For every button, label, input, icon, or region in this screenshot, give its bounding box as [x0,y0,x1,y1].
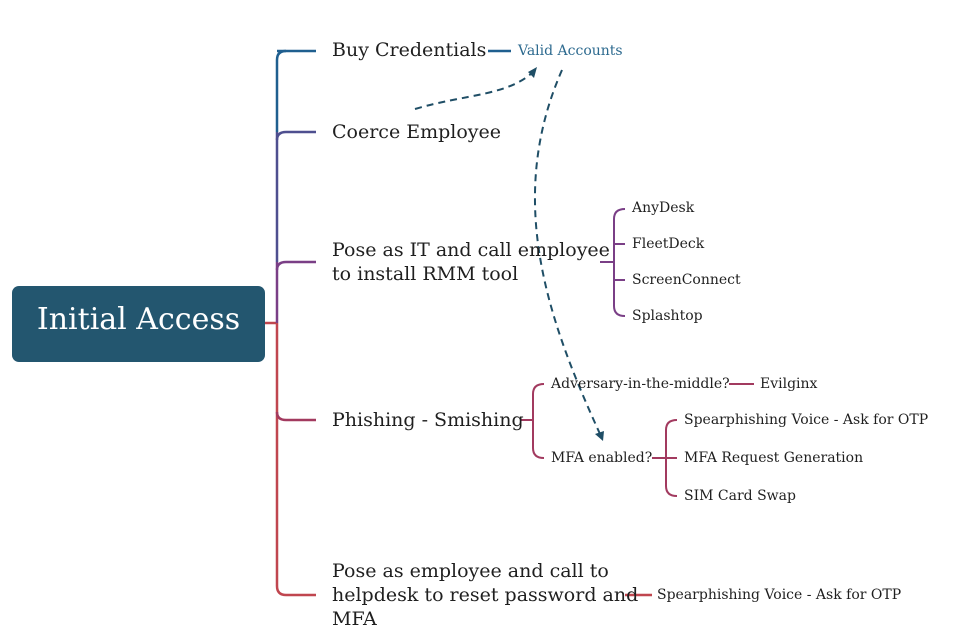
node-mfa-enabled[interactable]: MFA enabled? [551,450,653,466]
node-aitm[interactable]: Adversary-in-the-middle? [551,376,730,392]
trunk-buy [275,49,287,132]
node-pose-as-employee-line2: helpdesk to reset password and [332,584,639,606]
branch-pose-it [275,260,316,271]
bracket-phishing [532,383,545,459]
node-pose-as-employee-line1: Pose as employee and call to [332,560,609,582]
branch-coerce [275,130,316,141]
arrowhead-mfa [595,431,604,441]
node-pose-as-it-line1: Pose as IT and call employee [332,239,610,261]
node-evilginx[interactable]: Evilginx [760,376,818,392]
node-pose-as-it-line2: to install RMM tool [332,263,519,285]
branch-phishing [275,411,316,422]
root-node[interactable]: Initial Access [12,286,265,362]
node-coerce-employee[interactable]: Coerce Employee [332,121,502,143]
node-anydesk[interactable]: AnyDesk [632,200,695,216]
arrowhead-valid-accounts [528,67,537,78]
node-sim-card-swap[interactable]: SIM Card Swap [684,488,796,504]
node-phishing-smishing[interactable]: Phishing - Smishing [332,409,524,431]
dashed-arrow-coerce-to-valid [414,69,536,110]
node-pose-as-employee-line3: MFA [332,608,377,630]
bracket-rmm [613,208,626,317]
node-spearphishing-voice[interactable]: Spearphishing Voice - Ask for OTP [684,412,929,428]
node-fleetdeck[interactable]: FleetDeck [632,236,705,252]
node-pose-as-it[interactable]: Pose as IT and call employee to install … [332,238,610,286]
node-pose-as-employee[interactable]: Pose as employee and call to helpdesk to… [332,559,638,631]
trunk-lower [275,323,287,597]
node-splashtop[interactable]: Splashtop [632,308,703,324]
root-label: Initial Access [36,302,241,337]
node-mfa-request-generation[interactable]: MFA Request Generation [684,450,864,466]
node-buy-credentials[interactable]: Buy Credentials [332,39,487,61]
dashed-arrow-valid-to-mfa [533,69,601,435]
node-valid-accounts[interactable]: Valid Accounts [518,43,623,59]
node-spearphishing-voice-employee[interactable]: Spearphishing Voice - Ask for OTP [657,587,902,603]
node-screenconnect[interactable]: ScreenConnect [632,272,741,288]
